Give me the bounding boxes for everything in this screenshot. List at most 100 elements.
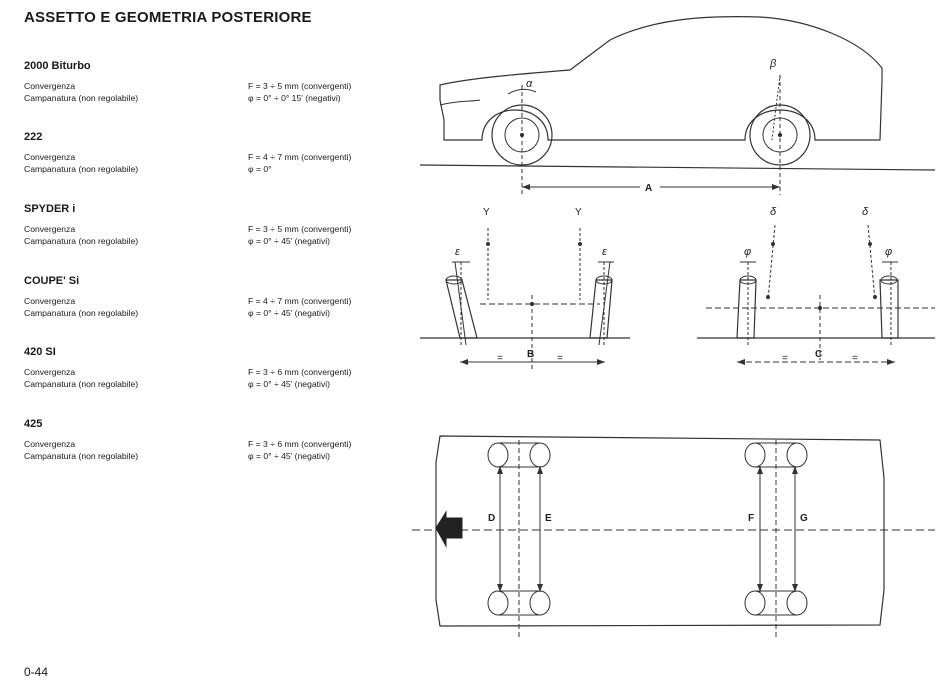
model-name: SPYDER i <box>24 203 76 215</box>
arrow-head <box>887 359 895 365</box>
left-tyre <box>445 279 478 339</box>
spec-value: φ = 0° ÷ 45' (negativi) <box>248 379 331 389</box>
label-equal: = <box>557 353 563 364</box>
label-c: C <box>815 349 822 360</box>
y-point <box>486 242 490 246</box>
arrow-head <box>460 359 468 365</box>
label-phi-right: φ <box>885 246 892 258</box>
label-a: A <box>645 183 652 194</box>
right-tyre <box>589 279 613 339</box>
spec-row-convergenza: Convergenza F = 4 ÷ 7 mm (convergenti) <box>24 295 404 307</box>
arrow-head <box>497 584 503 592</box>
spec-section-coupe-si: COUPE' Si Convergenza F = 4 ÷ 7 mm (conv… <box>24 275 404 319</box>
spec-section-2000-biturbo: 2000 Biturbo Convergenza F = 3 ÷ 5 mm (c… <box>24 60 404 104</box>
delta-point <box>873 295 877 299</box>
model-name: 420 SI <box>24 346 56 358</box>
spec-value: φ = 0° ÷ 45' (negativi) <box>248 451 331 461</box>
car-side-view <box>419 16 936 195</box>
model-name: COUPE' Si <box>24 275 80 287</box>
spec-label: Campanatura (non regolabile) <box>24 308 139 318</box>
spec-row-convergenza: Convergenza F = 3 ÷ 5 mm (convergenti) <box>24 80 404 92</box>
label-e: E <box>545 513 552 524</box>
delta-line-right <box>867 224 876 301</box>
delta-line-left <box>767 224 776 301</box>
label-equal: = <box>497 353 503 364</box>
label-delta-left: δ <box>770 206 777 218</box>
label-equal: = <box>852 353 858 364</box>
label-equal: = <box>782 353 788 364</box>
label-epsilon-right: ε <box>602 246 607 258</box>
camber-diagram-b <box>420 228 630 370</box>
right-tyre-top <box>880 275 898 285</box>
left-wheel-tilt <box>454 261 467 346</box>
model-name: 2000 Biturbo <box>24 60 91 72</box>
front-left-wheel-rear-axle <box>744 442 766 468</box>
spec-label: Campanatura (non regolabile) <box>24 164 139 174</box>
spec-row-campanatura: Campanatura (non regolabile) φ = 0° ÷ 45… <box>24 235 404 247</box>
chassis-outline <box>435 435 885 627</box>
arrow-head <box>597 359 605 365</box>
label-delta-right: δ <box>862 206 869 218</box>
label-phi-left: φ <box>744 246 751 258</box>
arrow-head <box>772 184 780 190</box>
spec-label: Campanatura (non regolabile) <box>24 379 139 389</box>
spec-label: Convergenza <box>24 367 76 377</box>
centre-point <box>529 301 535 307</box>
label-b: B <box>527 349 534 360</box>
rear-left-wheel-rear-axle <box>744 590 766 616</box>
rear-right-wheel <box>529 590 551 616</box>
right-wheel-tilt <box>598 261 611 346</box>
spec-value: φ = 0° ÷ 0° 15' (negativi) <box>248 93 341 103</box>
spec-label: Campanatura (non regolabile) <box>24 451 139 461</box>
delta-point <box>766 295 770 299</box>
spec-row-convergenza: Convergenza F = 3 ÷ 5 mm (convergenti) <box>24 223 404 235</box>
car-bumper-line <box>439 99 481 106</box>
spec-value: φ = 0° ÷ 45' (negativi) <box>248 308 331 318</box>
top-view-chassis <box>412 435 935 640</box>
arrow-head <box>737 359 745 365</box>
spec-label: Convergenza <box>24 152 76 162</box>
front-left-wheel <box>487 442 509 468</box>
label-y-left: Y <box>483 207 490 218</box>
spec-row-campanatura: Campanatura (non regolabile) φ = 0° ÷ 45… <box>24 378 404 390</box>
label-g: G <box>800 513 808 524</box>
rear-left-wheel <box>487 590 509 616</box>
spec-value: F = 4 ÷ 7 mm (convergenti) <box>248 152 352 162</box>
spec-section-222: 222 Convergenza F = 4 ÷ 7 mm (convergent… <box>24 131 404 175</box>
left-tyre-top <box>445 275 463 285</box>
label-d: D <box>488 513 495 524</box>
spec-label: Campanatura (non regolabile) <box>24 236 139 246</box>
spec-row-convergenza: Convergenza F = 4 ÷ 7 mm (convergenti) <box>24 151 404 163</box>
arrow-head <box>792 584 798 592</box>
spec-row-campanatura: Campanatura (non regolabile) φ = 0° ÷ 45… <box>24 450 404 462</box>
page-number: 0-44 <box>24 665 49 679</box>
page-title: ASSETTO E GEOMETRIA POSTERIORE <box>24 9 312 26</box>
spec-value: φ = 0° ÷ 45' (negativi) <box>248 236 331 246</box>
spec-label: Convergenza <box>24 224 76 234</box>
spec-section-420-si: 420 SI Convergenza F = 3 ÷ 6 mm (converg… <box>24 346 404 390</box>
model-name: 222 <box>24 131 43 143</box>
label-y-right: Y <box>575 207 582 218</box>
label-beta: β <box>769 58 777 70</box>
delta-point <box>771 242 775 246</box>
arrow-head <box>792 466 798 474</box>
front-right-wheel-rear-axle <box>786 442 808 468</box>
label-epsilon-left: ε <box>455 246 460 258</box>
label-f: F <box>748 513 754 524</box>
spec-section-spyder-i: SPYDER i Convergenza F = 3 ÷ 5 mm (conve… <box>24 203 404 247</box>
spec-section-425: 425 Convergenza F = 3 ÷ 6 mm (convergent… <box>24 418 404 462</box>
centre-point <box>817 305 823 311</box>
alpha-arc <box>507 88 537 95</box>
camber-diagram-c <box>697 224 935 365</box>
spec-label: Campanatura (non regolabile) <box>24 93 139 103</box>
spec-value: F = 3 ÷ 6 mm (convergenti) <box>248 367 352 377</box>
spec-label: Convergenza <box>24 439 76 449</box>
spec-value: φ = 0° <box>248 164 272 174</box>
arrow-head <box>537 584 543 592</box>
spec-row-convergenza: Convergenza F = 3 ÷ 6 mm (convergenti) <box>24 438 404 450</box>
spec-row-campanatura: Campanatura (non regolabile) φ = 0° ÷ 45… <box>24 307 404 319</box>
arrow-head <box>497 466 503 474</box>
spec-label: Convergenza <box>24 296 76 306</box>
spec-value: F = 4 ÷ 7 mm (convergenti) <box>248 296 352 306</box>
